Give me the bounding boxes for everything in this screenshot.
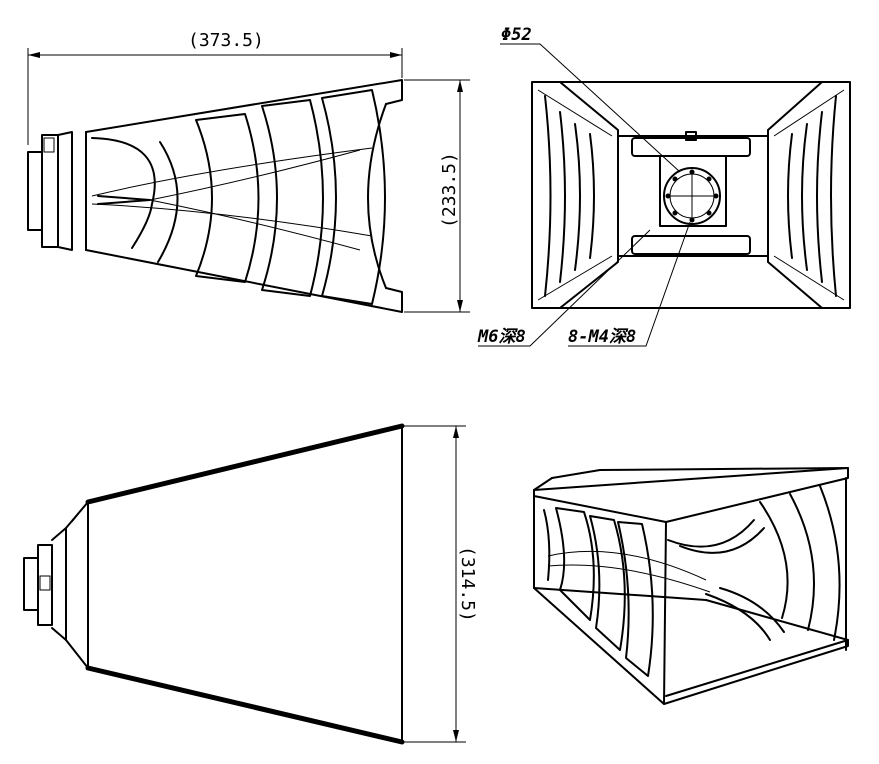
front-view: Φ52 M6深8 8-M4深8 <box>477 25 851 347</box>
length-dimension-label: (373.5) <box>188 30 264 51</box>
flange-diameter-callout: Φ52 <box>501 25 532 45</box>
top-view: (314.5) <box>23 423 478 745</box>
bolt-holes-callout: 8-M4深8 <box>568 327 636 347</box>
width-dimension-label: (314.5) <box>457 546 478 622</box>
center-hole-callout: M6深8 <box>477 327 526 347</box>
isometric-view <box>533 467 849 705</box>
height-dimension-label: (233.5) <box>439 152 460 228</box>
side-view: (373.5) (233.5) <box>27 30 470 313</box>
